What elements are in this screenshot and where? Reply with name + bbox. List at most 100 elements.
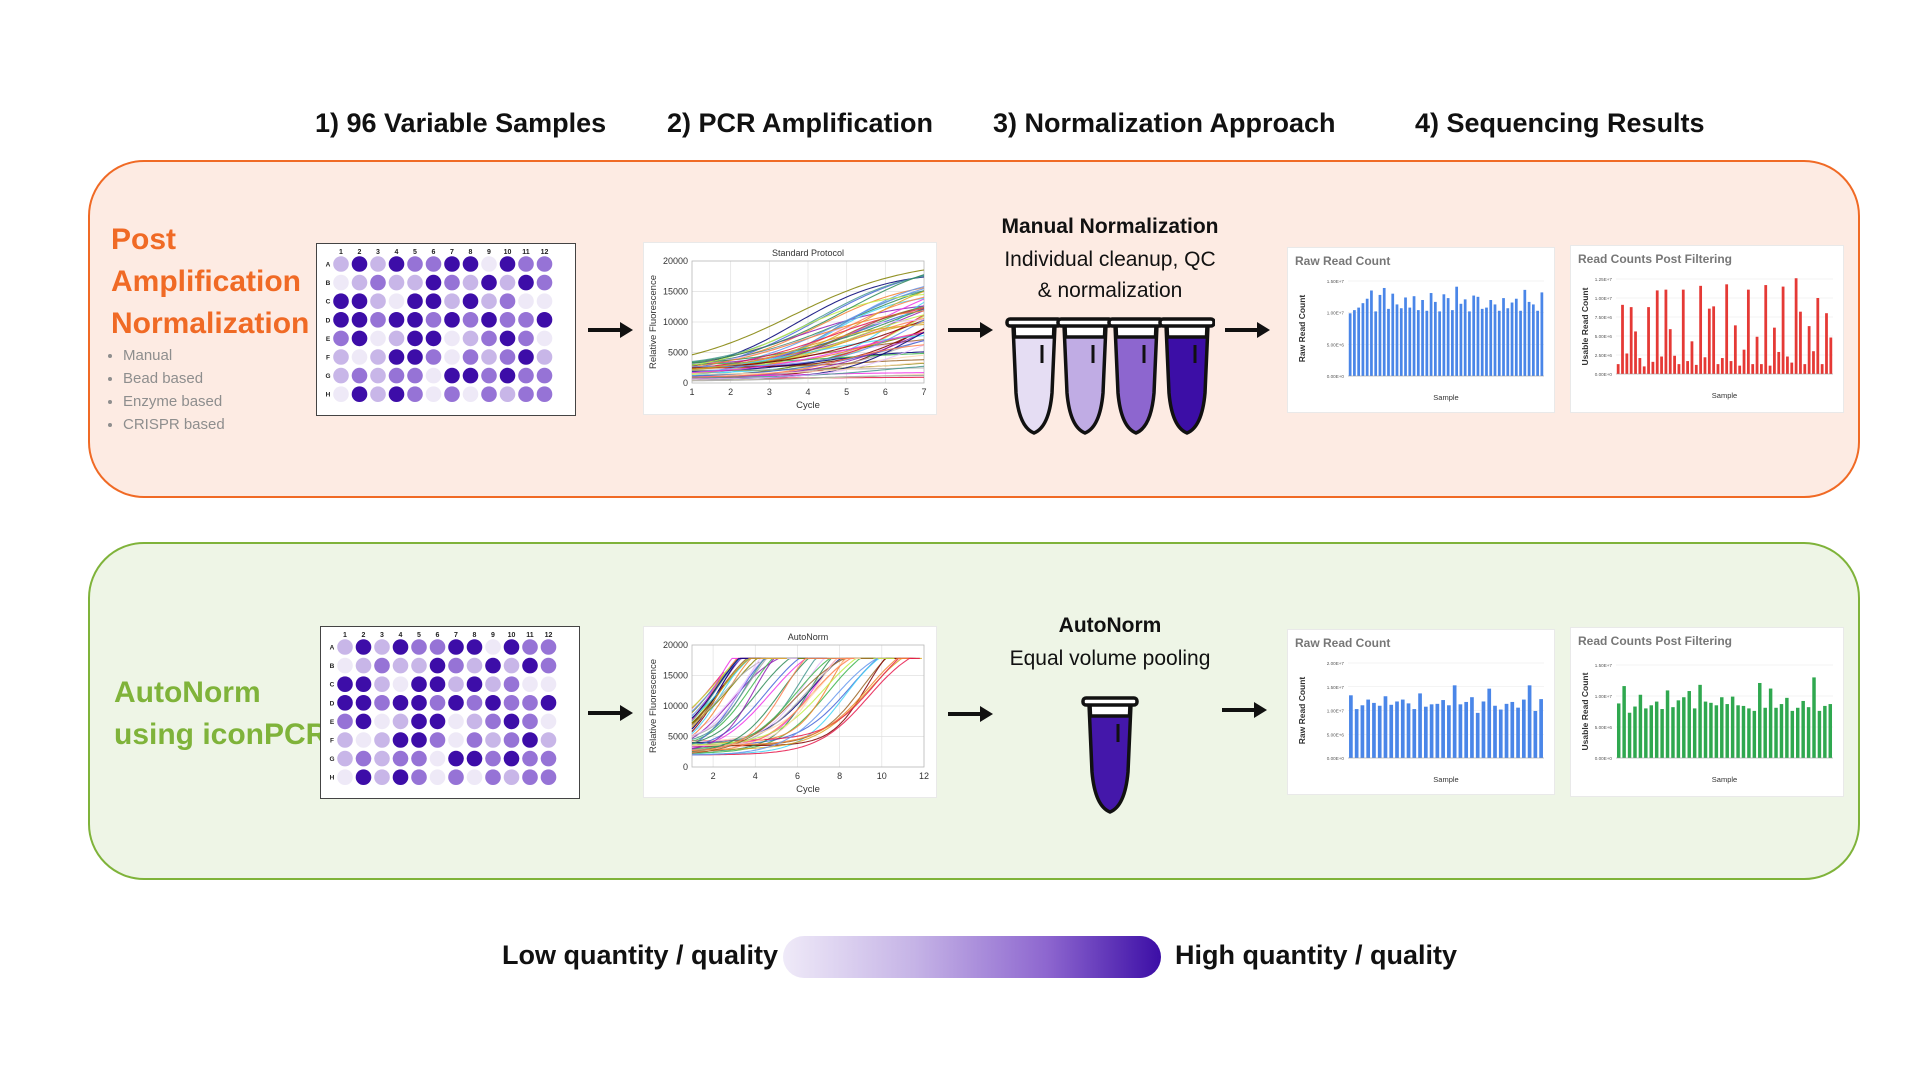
y-tick-label: 0.00E+0	[1595, 372, 1613, 377]
well	[425, 274, 442, 291]
data-bar	[1476, 296, 1480, 376]
y-tick-label: 1.00E+7	[1595, 296, 1613, 301]
data-bar	[1738, 365, 1742, 374]
y-tick-label: 10000	[663, 701, 688, 711]
title-line: Normalization	[111, 307, 310, 340]
chart-title: Standard Protocol	[772, 248, 844, 258]
data-bar	[1720, 697, 1724, 758]
well	[407, 312, 423, 328]
data-bar	[1751, 364, 1755, 374]
well	[518, 330, 534, 347]
data-bar	[1521, 699, 1526, 758]
row-label: E	[330, 719, 335, 726]
data-bar	[1425, 310, 1429, 376]
legend-low-label: Low quantity / quality	[502, 940, 778, 970]
well	[522, 657, 538, 674]
data-bar	[1736, 705, 1740, 758]
well	[444, 312, 460, 328]
column-label: 3	[380, 632, 384, 639]
data-bar	[1468, 311, 1471, 376]
column-label: 4	[395, 249, 399, 256]
tube-body	[1164, 323, 1210, 435]
well	[351, 312, 368, 328]
y-tick-label: 0.00E+0	[1595, 756, 1613, 761]
data-bar	[1655, 290, 1659, 374]
tube-icon	[1107, 317, 1165, 435]
column-label: 12	[541, 249, 549, 256]
well	[351, 386, 368, 402]
data-bar	[1812, 351, 1815, 374]
data-bar	[1502, 298, 1505, 376]
arrow-right-icon	[948, 322, 993, 338]
x-tick-label: 5	[844, 387, 849, 397]
well	[333, 330, 349, 347]
data-bar	[1806, 707, 1811, 758]
y-tick-label: 0	[683, 378, 688, 388]
data-bar	[1687, 691, 1691, 758]
amplification-curve	[691, 344, 925, 378]
well	[518, 312, 534, 328]
well	[485, 750, 501, 767]
data-bar	[1365, 298, 1369, 376]
well	[540, 713, 557, 730]
well	[337, 750, 353, 767]
well	[499, 367, 516, 384]
data-bar	[1533, 710, 1538, 758]
well	[355, 657, 372, 674]
y-axis-label: Usable Read Count	[1580, 672, 1590, 750]
legend-high-label: High quantity / quality	[1175, 940, 1457, 970]
well	[518, 274, 534, 291]
well	[481, 312, 497, 328]
y-tick-label: 15000	[663, 287, 688, 297]
data-bar	[1516, 707, 1520, 758]
y-tick-label: 10000	[663, 317, 688, 327]
data-bar	[1709, 702, 1713, 758]
column-label: 11	[522, 249, 530, 256]
row-label: D	[330, 700, 335, 707]
well	[518, 256, 534, 272]
well	[462, 312, 479, 328]
well	[351, 256, 368, 272]
y-tick-label: 1.00E+7	[1595, 694, 1613, 699]
well	[522, 695, 538, 711]
well	[444, 330, 460, 347]
data-bar	[1817, 710, 1822, 758]
amplification-curve	[692, 352, 925, 365]
well	[540, 639, 557, 655]
chart-title: AutoNorm	[788, 632, 829, 642]
data-bar	[1764, 285, 1768, 374]
well	[466, 769, 483, 785]
data-bar	[1497, 310, 1501, 376]
data-bar	[1668, 329, 1672, 374]
x-tick-label: 4	[753, 771, 758, 781]
data-bar	[1823, 705, 1827, 758]
well	[407, 256, 423, 272]
data-bar	[1729, 361, 1733, 374]
data-bar	[1760, 364, 1763, 374]
well	[485, 676, 501, 692]
chart-title: Read Counts Post Filtering	[1578, 634, 1732, 648]
data-bar	[1361, 303, 1365, 376]
data-bar	[1712, 306, 1716, 374]
well	[425, 330, 442, 347]
well	[462, 349, 479, 365]
arrow-right-icon	[948, 706, 993, 722]
well	[462, 274, 479, 291]
well	[407, 386, 423, 402]
data-bar	[1638, 358, 1642, 374]
data-bar	[1651, 361, 1655, 374]
well	[481, 330, 497, 347]
well	[388, 386, 405, 402]
data-bar	[1408, 307, 1412, 376]
well	[448, 732, 464, 748]
data-bar	[1506, 308, 1510, 376]
y-tick-label: 15000	[663, 671, 688, 681]
data-bar	[1470, 697, 1474, 758]
data-bar	[1383, 696, 1388, 758]
data-bar	[1374, 311, 1378, 376]
well	[370, 386, 386, 402]
data-bar	[1763, 707, 1767, 758]
